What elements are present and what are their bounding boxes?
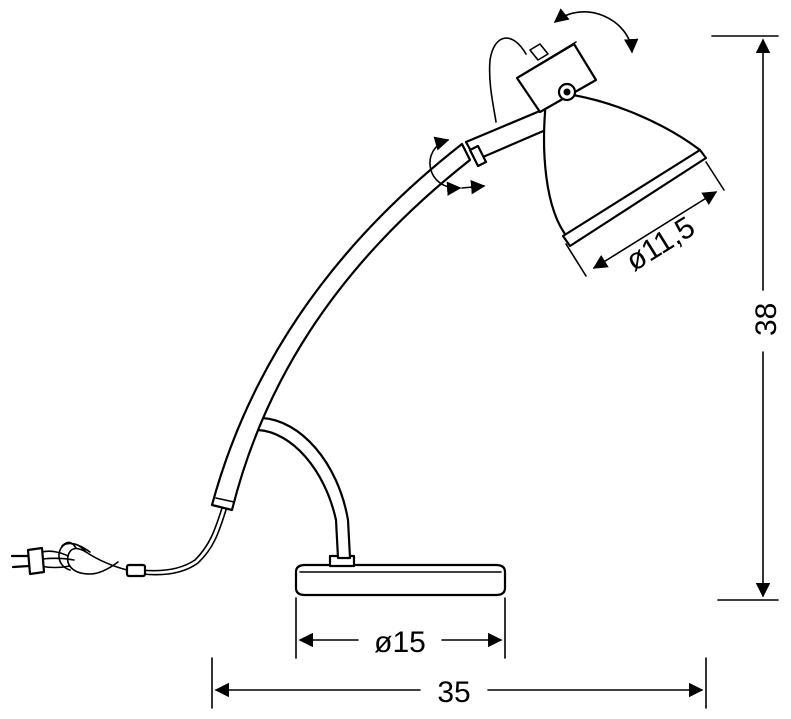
width-dimension [211, 657, 707, 709]
base-diameter-label: ø15 [374, 626, 426, 659]
rotation-arrow-joint [429, 136, 486, 196]
plug-icon [26, 546, 46, 576]
cord-switch [125, 563, 147, 578]
width-label: 35 [437, 676, 470, 709]
power-cord [10, 507, 227, 578]
lamp-stem [256, 416, 352, 560]
height-label: 38 [750, 303, 783, 336]
lamp-base [294, 554, 507, 597]
height-dimension [711, 35, 779, 601]
shade-diameter-dimension [565, 161, 725, 277]
lamp-joint [464, 106, 557, 168]
rotation-arrow-head [553, 8, 639, 54]
shade-diameter-label: ø11,5 [620, 210, 701, 277]
lamp-arm [210, 142, 472, 512]
base-diameter-dimension [295, 597, 506, 659]
lamp-shade [488, 37, 708, 248]
